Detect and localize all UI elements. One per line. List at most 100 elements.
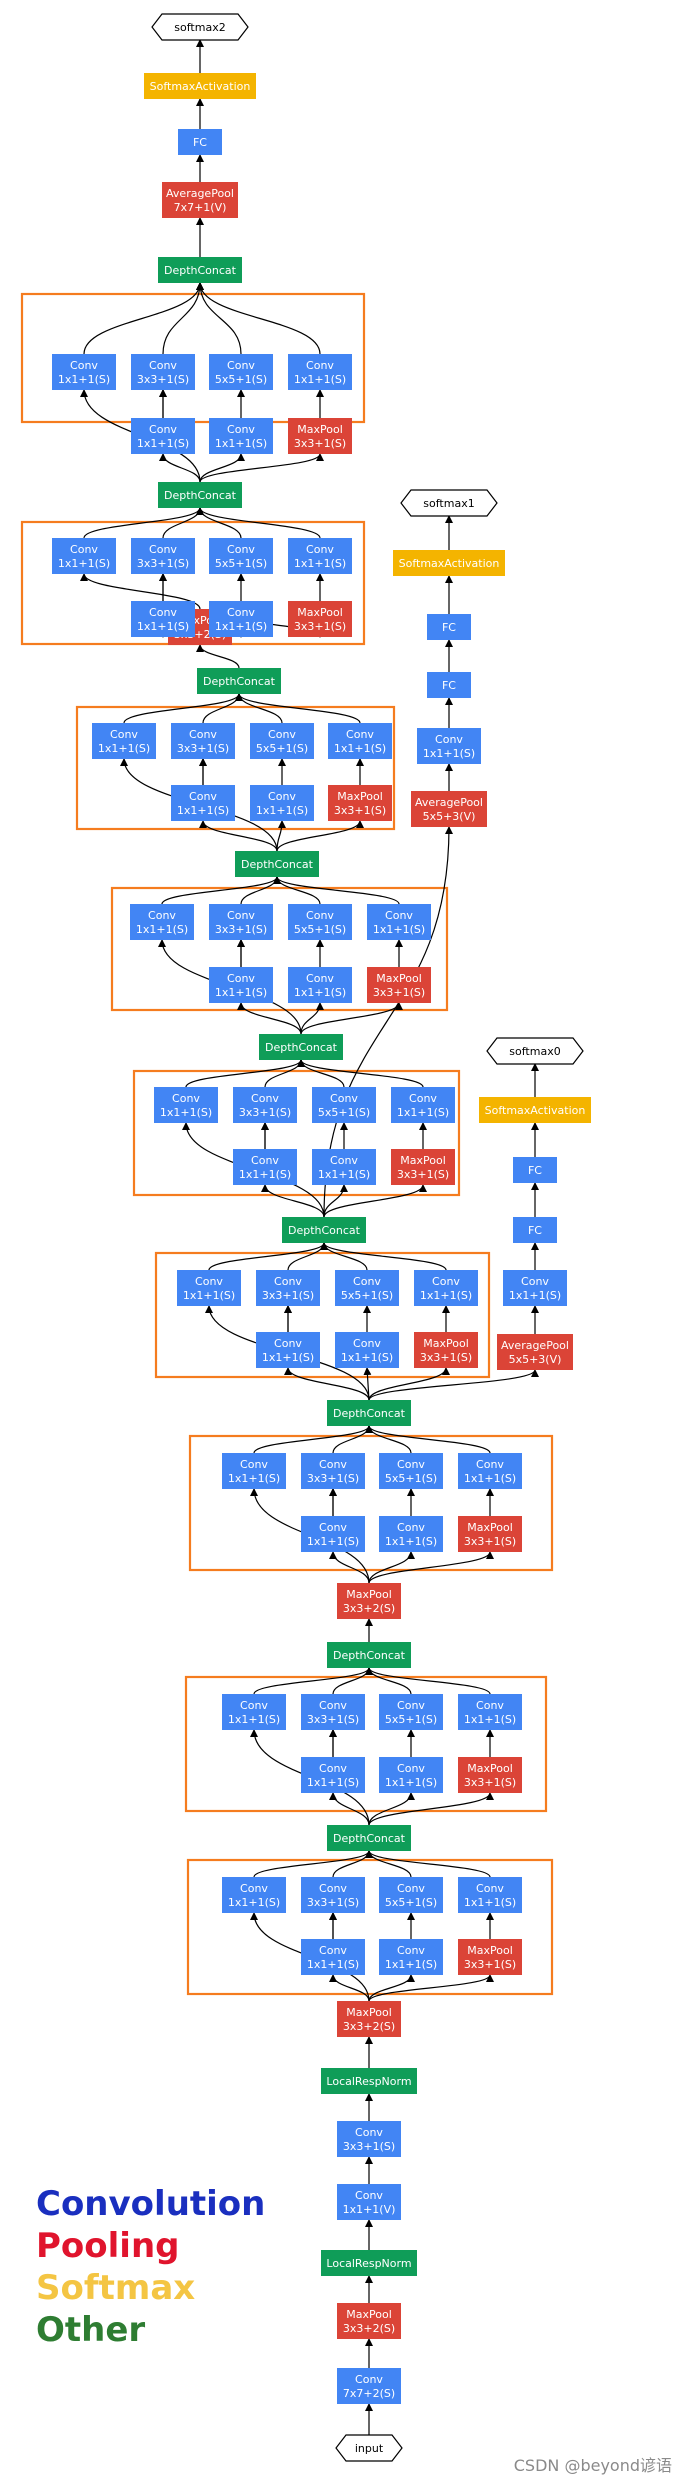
- local-resp-norm-2: LocalRespNorm: [321, 2068, 417, 2094]
- inception-6-conv-5x5-box: [288, 904, 352, 940]
- softmax2-node: softmax2: [151, 13, 249, 41]
- inception-9-conv-1x1-label: Conv: [70, 359, 98, 372]
- inception-1-conv-5x5-box: [379, 1877, 443, 1913]
- inception-7-reduce-5x5-label: Conv: [268, 790, 296, 803]
- inception-4-conv-proj-label: 1x1+1(S): [420, 1289, 472, 1302]
- inception-9-reduce-3x3-box: [131, 418, 195, 454]
- inception-5-conv-proj-label: Conv: [409, 1092, 437, 1105]
- aux1-fc-1-box: [427, 672, 471, 698]
- inception-2-conv-1x1-box: [222, 1694, 286, 1730]
- inception-2-conv-5x5-label: Conv: [397, 1699, 425, 1712]
- inception-1-edge-in-pool: [368, 1974, 494, 2002]
- legend-pooling: Pooling: [36, 2226, 180, 2266]
- inception-2-conv-1x1-label: Conv: [240, 1699, 268, 1712]
- maxpool-3-label: 3x3+2(S): [343, 1602, 395, 1615]
- inception-2-conv-3x3-box: [301, 1694, 365, 1730]
- inception-7-conv-5x5-label: Conv: [268, 728, 296, 741]
- nodes: inputConv7x7+2(S)MaxPool3x3+2(S)LocalRes…: [52, 13, 591, 2462]
- inception-7-edge-in-reduce5: [276, 820, 286, 852]
- inception-5-reduce-5x5-box: [312, 1149, 376, 1185]
- conv-3x3-label: Conv: [355, 2126, 383, 2139]
- softmax1-node-shape: [400, 489, 498, 517]
- inception-3-reduce-3x3-label: 1x1+1(S): [307, 1535, 359, 1548]
- inception-9-conv-proj-label: Conv: [306, 359, 334, 372]
- softmax0-node: softmax0: [486, 1037, 584, 1065]
- inception-8-maxpool-box: [288, 601, 352, 637]
- softmax2-node-label: softmax2: [174, 21, 225, 34]
- inception-6-depth-concat-box: [235, 851, 319, 877]
- inception-6-conv-proj-label: Conv: [385, 909, 413, 922]
- inception-7-conv-5x5-label: 5x5+1(S): [256, 742, 308, 755]
- inception-4-maxpool-label: 3x3+1(S): [420, 1351, 472, 1364]
- inception-5-maxpool-label: 3x3+1(S): [397, 1168, 449, 1181]
- inception-3-conv-3x3-box: [301, 1453, 365, 1489]
- inception-7-edge-in-pool: [276, 820, 364, 852]
- local-resp-norm-2-label: LocalRespNorm: [326, 2075, 411, 2088]
- inception-6-reduce-5x5-label: 1x1+1(S): [294, 986, 346, 999]
- inception-2-maxpool-box: [458, 1757, 522, 1793]
- inception-1-depth-concat: DepthConcat: [327, 1825, 411, 1851]
- inception-6-depth-concat: DepthConcat: [235, 851, 319, 877]
- inception-1-conv-5x5-label: Conv: [397, 1882, 425, 1895]
- inception-5-conv-1x1-label: Conv: [172, 1092, 200, 1105]
- inception-9-edge-in-reduce3: [159, 453, 201, 483]
- inception-4-reduce-3x3-label: Conv: [274, 1337, 302, 1350]
- inception-2-maxpool-label: MaxPool: [467, 1762, 513, 1775]
- inception-3-border: [188, 1434, 554, 1572]
- inception-4-conv-1x1-label: Conv: [195, 1275, 223, 1288]
- aux1-fc-2-label: FC: [442, 621, 456, 634]
- inception-8-edge-in-conv1: [80, 573, 201, 610]
- inception-2-conv-5x5-box: [379, 1694, 443, 1730]
- inception-9-conv-proj-label: 1x1+1(S): [294, 373, 346, 386]
- maxpool-2-label: 3x3+2(S): [343, 2020, 395, 2033]
- aux0-softmax-activation-label: SoftmaxActivation: [485, 1104, 586, 1117]
- inception-7-maxpool-box: [328, 785, 392, 821]
- inception-6-border: [110, 886, 449, 1012]
- average-pool-final-box: [162, 182, 238, 218]
- inception-9-maxpool-label: MaxPool: [297, 423, 343, 436]
- inception-4-depth-concat-box: [282, 1217, 366, 1243]
- aux0-softmax-activation-box: [479, 1097, 591, 1123]
- inception-1-reduce-3x3-label: Conv: [319, 1944, 347, 1957]
- conv-3x3-box: [337, 2121, 401, 2157]
- inception-2-maxpool-label: 3x3+1(S): [464, 1776, 516, 1789]
- inception-9-conv-3x3-label: Conv: [149, 359, 177, 372]
- fc-final-box: [178, 129, 222, 155]
- inception-2-reduce-3x3-label: 1x1+1(S): [307, 1776, 359, 1789]
- inception-7-edge-out-1: [202, 693, 243, 724]
- inception-8-reduce-3x3-label: Conv: [149, 606, 177, 619]
- inception-4-edge-in-pool: [368, 1367, 450, 1401]
- legend-convolution: Convolution: [36, 2184, 266, 2224]
- inception-8-maxpool-label: MaxPool: [297, 606, 343, 619]
- inception-4-edge-in-reduce5: [363, 1367, 372, 1401]
- inception-1-border: [186, 1858, 554, 1996]
- inception-6-conv-1x1-label: Conv: [148, 909, 176, 922]
- inception-2-reduce-5x5-label: 1x1+1(S): [385, 1776, 437, 1789]
- inception-5-conv-1x1-label: 1x1+1(S): [160, 1106, 212, 1119]
- inception-7-conv-3x3-label: Conv: [189, 728, 217, 741]
- inception-8-conv-3x3-label: 3x3+1(S): [137, 557, 189, 570]
- inception-1-conv-3x3-label: Conv: [319, 1882, 347, 1895]
- inception-1-depth-concat-box: [327, 1825, 411, 1851]
- inception-8-conv-3x3-box: [131, 538, 195, 574]
- inception-8-conv-5x5-label: Conv: [227, 543, 255, 556]
- softmax2-node-shape: [151, 13, 249, 41]
- inception-7-conv-proj-label: 1x1+1(S): [334, 742, 386, 755]
- inception-5-conv-proj-label: 1x1+1(S): [397, 1106, 449, 1119]
- inception-6-reduce-3x3-label: Conv: [227, 972, 255, 985]
